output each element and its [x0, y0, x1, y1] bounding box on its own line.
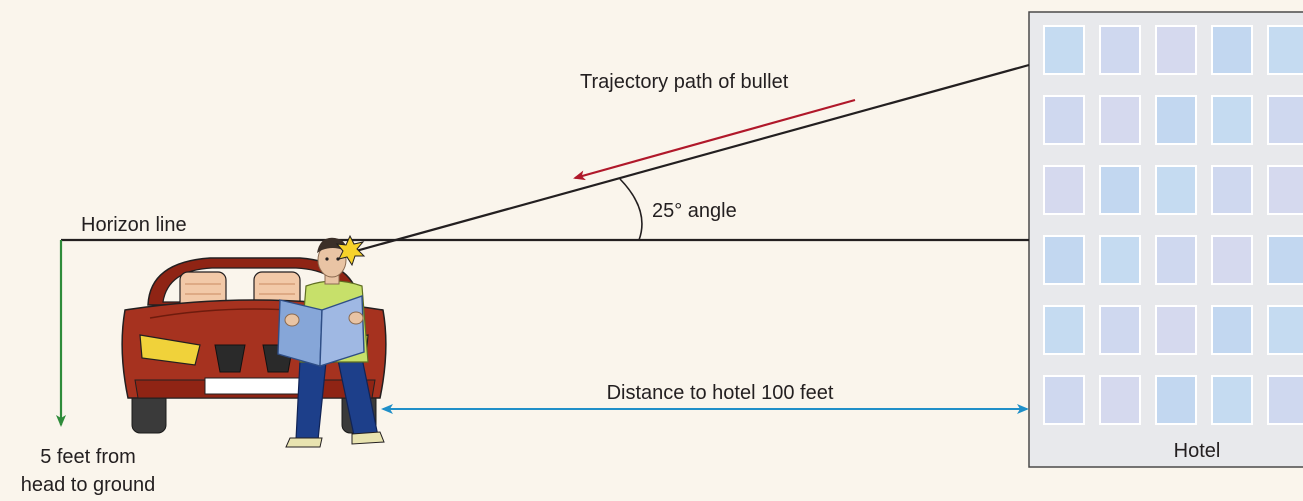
- hotel-window: [1211, 95, 1253, 145]
- hotel-window: [1099, 95, 1141, 145]
- hotel-window: [1267, 375, 1303, 425]
- angle-arc: [619, 178, 643, 241]
- angle-label: 25° angle: [652, 200, 737, 222]
- horizon-label: Horizon line: [81, 214, 187, 236]
- hotel-window: [1043, 305, 1085, 355]
- hotel-windows: [1043, 25, 1303, 425]
- hotel-window: [1211, 375, 1253, 425]
- hotel-window: [1267, 165, 1303, 215]
- trajectory-label: Trajectory path of bullet: [580, 71, 789, 93]
- hotel-building-icon: [1028, 11, 1303, 468]
- hotel-window: [1099, 235, 1141, 285]
- hotel-window: [1267, 95, 1303, 145]
- height-label-line2: head to ground: [21, 474, 156, 496]
- hotel-window: [1043, 25, 1085, 75]
- bullet-direction-arrow: [573, 98, 856, 181]
- hotel-window: [1043, 235, 1085, 285]
- hotel-window: [1099, 305, 1141, 355]
- height-label-line1: 5 feet from: [40, 446, 136, 468]
- hotel-window: [1211, 25, 1253, 75]
- hotel-window: [1267, 305, 1303, 355]
- hotel-window: [1211, 165, 1253, 215]
- hotel-window: [1267, 235, 1303, 285]
- distance-label: Distance to hotel 100 feet: [607, 382, 834, 404]
- hotel-window: [1099, 375, 1141, 425]
- hotel-window: [1099, 165, 1141, 215]
- hotel-window: [1155, 25, 1197, 75]
- man-reading-illustration: [277, 237, 385, 448]
- bullet-trajectory-line: [344, 63, 1030, 256]
- hotel-window: [1267, 25, 1303, 75]
- hotel-window: [1043, 375, 1085, 425]
- hotel-window: [1211, 235, 1253, 285]
- hotel-window: [1211, 305, 1253, 355]
- hotel-label: Hotel: [1174, 440, 1221, 462]
- hotel-window: [1155, 305, 1197, 355]
- hotel-window: [1043, 165, 1085, 215]
- hotel-window: [1155, 235, 1197, 285]
- impact-star-icon: [335, 234, 366, 267]
- hotel-window: [1155, 95, 1197, 145]
- hotel-window: [1099, 25, 1141, 75]
- hotel-window: [1043, 95, 1085, 145]
- hotel-window: [1155, 375, 1197, 425]
- hotel-window: [1155, 165, 1197, 215]
